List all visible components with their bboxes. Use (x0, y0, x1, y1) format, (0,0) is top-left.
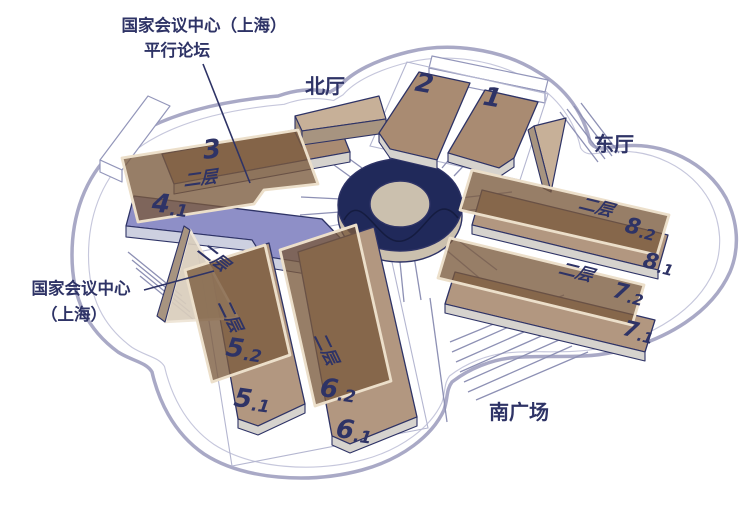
spoke (300, 196, 342, 200)
north-hall-label: 北厅 (305, 74, 345, 98)
northwest-roof-slab (99, 95, 171, 183)
hall-8-1-side (471, 224, 659, 280)
hall-number-main: 5 (224, 333, 246, 365)
hall-number-main: 1 (481, 82, 504, 115)
stair-line (580, 102, 620, 154)
hall-5-2-overlay (183, 243, 292, 384)
hall-7-1-side (444, 303, 646, 362)
ramp-step (463, 335, 569, 383)
hall-number-sub: .2 (625, 289, 645, 310)
stair-line (566, 108, 606, 160)
hall-5-1-side (237, 403, 306, 436)
hall-number-sub: .1 (250, 395, 271, 417)
hall-7-2-number: 7.2 (610, 278, 647, 310)
hall-number-sub: .1 (352, 426, 373, 448)
hall-number-main: 8 (622, 213, 643, 241)
forum-annotation-line2: 平行论坛 (144, 40, 211, 60)
hall-number-main: 8 (640, 248, 661, 276)
forum-leader-line (202, 63, 251, 184)
hall-number-sub: .1 (169, 200, 189, 222)
hall-4-1-number: 4.1 (150, 188, 190, 222)
hall-number-sub: .1 (655, 259, 675, 280)
hall-8-2-number: 8.2 (622, 213, 659, 245)
hall-number-main: 2 (413, 68, 436, 101)
hall-1 (447, 89, 539, 178)
ring-wave-line (343, 208, 459, 242)
hall-number-sub: .1 (635, 327, 655, 348)
east-hall-label: 东厅 (594, 132, 634, 156)
hall-number-main: 4 (150, 188, 172, 220)
hall-number-main: 5 (232, 383, 254, 415)
hall-number-main: 6 (318, 373, 340, 405)
hall-6-1-side (331, 416, 418, 454)
hall-5-2-number: 5.2 (224, 333, 264, 368)
north-roof-slab (428, 55, 549, 104)
hall-number-main: 7 (610, 278, 632, 306)
roof-slab-side (99, 159, 123, 183)
hall-6-2-overlay (278, 223, 393, 408)
hall-3-number: 3 (201, 134, 222, 166)
hall-1-side (447, 152, 515, 178)
hall-number-main: 7 (620, 316, 642, 344)
hall-7-2-overlay (436, 236, 646, 327)
hall-number-main: 3 (201, 134, 222, 166)
stair-line (573, 105, 613, 157)
stair-line (559, 111, 599, 163)
hall-number-sub: .2 (336, 385, 357, 407)
hall-2-side (378, 132, 438, 170)
venue-annotation-line2: （上海） (41, 304, 107, 324)
hall-6-1-number: 6.1 (334, 414, 374, 449)
northeast-stairs (559, 102, 620, 163)
ramp-rail (475, 351, 589, 401)
hall-1-number: 1 (481, 82, 504, 115)
hall-2-number: 2 (413, 68, 436, 101)
ramp-edge (429, 297, 448, 423)
hall-8-2-overlay (458, 168, 671, 257)
hall-number-sub: .2 (637, 224, 657, 245)
ramp-step (467, 345, 573, 393)
venue-leader-line (143, 270, 215, 291)
hall-5-1-number: 5.1 (232, 383, 272, 418)
forum-annotation-line1: 国家会议中心（上海） (122, 15, 287, 35)
hall-3-second-floor-overlay (120, 128, 320, 224)
hall-8-1-number: 8.1 (640, 248, 677, 280)
hall-2 (378, 71, 471, 170)
venue-annotation-line1: 国家会议中心 (32, 278, 132, 298)
east-entrance-wedge (527, 117, 567, 193)
triangle-side (156, 225, 191, 323)
hall-number-main: 6 (334, 414, 356, 446)
hall-7-1-number: 7.1 (620, 316, 657, 348)
south-plaza-label: 南广场 (489, 400, 549, 424)
hall-number-sub: .2 (242, 345, 263, 367)
spoke (299, 211, 341, 216)
hall-6-2-number: 6.2 (318, 373, 358, 408)
